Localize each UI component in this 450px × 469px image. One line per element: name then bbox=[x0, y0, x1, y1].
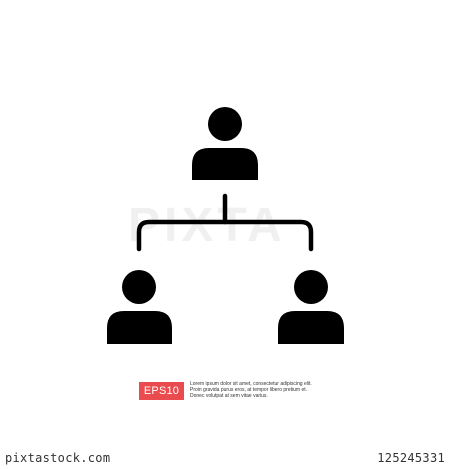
caption-line: Donec volutpat at sem vitae varius. bbox=[190, 393, 268, 399]
top-person-icon bbox=[192, 107, 258, 180]
right-person-icon bbox=[278, 270, 344, 344]
eps-badge: EPS10 bbox=[143, 385, 180, 397]
caption-text: Lorem ipsum dolor sit amet, consectetur … bbox=[190, 381, 325, 399]
left-person-icon bbox=[107, 270, 172, 344]
eps-badge-background bbox=[139, 382, 184, 400]
caption-line: Proin gravida purus eros, at tempor libe… bbox=[190, 387, 307, 393]
footer-bar: pixtastock.com 125245331 bbox=[0, 449, 450, 469]
site-name: pixtastock.com bbox=[5, 451, 111, 465]
image-id: 125245331 bbox=[377, 451, 445, 465]
hierarchy-connector bbox=[136, 193, 314, 252]
caption-line: Lorem ipsum dolor sit amet, consectetur … bbox=[190, 381, 312, 387]
